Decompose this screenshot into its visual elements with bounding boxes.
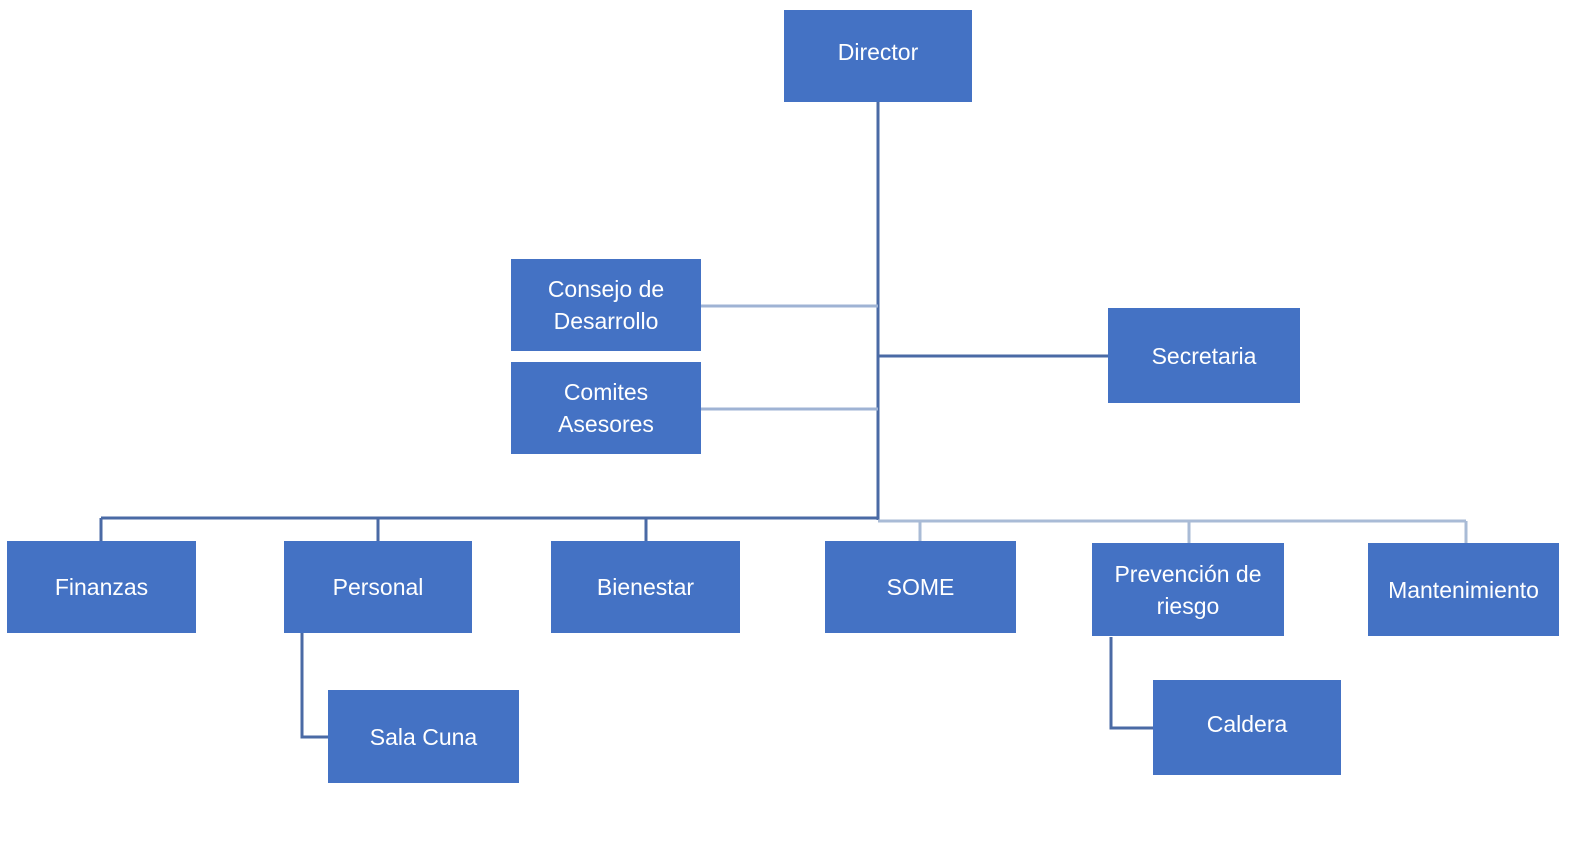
label-some: SOME bbox=[886, 574, 955, 600]
box-sala-cuna: Sala Cuna bbox=[328, 690, 519, 783]
box-caldera: Caldera bbox=[1153, 680, 1341, 775]
box-secretaria: Secretaria bbox=[1108, 308, 1300, 403]
label-comites-asesores: Comites Asesores bbox=[558, 379, 654, 437]
label-sala-cuna: Sala Cuna bbox=[369, 723, 478, 750]
label-consejo-de-desarrollo: Consejo de Desarrollo bbox=[547, 276, 665, 334]
box-comites-asesores: Comites Asesores bbox=[511, 362, 701, 454]
box-finanzas: Finanzas bbox=[7, 541, 196, 633]
box-prevencion-de-riesgo: Prevención de riesgo bbox=[1092, 543, 1284, 636]
box-director: Director bbox=[784, 10, 972, 102]
box-mantenimiento: Mantenimiento bbox=[1368, 543, 1559, 636]
elbow-sala-cuna bbox=[300, 633, 328, 739]
elbow-caldera bbox=[1109, 637, 1153, 730]
label-personal: Personal bbox=[332, 574, 424, 600]
label-bienestar: Bienestar bbox=[596, 574, 695, 600]
label-secretaria: Secretaria bbox=[1151, 342, 1257, 369]
box-bienestar: Bienestar bbox=[551, 541, 740, 633]
box-some: SOME bbox=[825, 541, 1016, 633]
label-mantenimiento: Mantenimiento bbox=[1388, 576, 1539, 603]
box-consejo-de-desarrollo: Consejo de Desarrollo bbox=[511, 259, 701, 351]
label-finanzas: Finanzas bbox=[54, 574, 149, 600]
label-prevencion-de-riesgo: Prevención de riesgo bbox=[1114, 560, 1262, 619]
label-director: Director bbox=[837, 39, 919, 65]
label-caldera: Caldera bbox=[1206, 711, 1288, 737]
box-personal: Personal bbox=[284, 541, 472, 633]
